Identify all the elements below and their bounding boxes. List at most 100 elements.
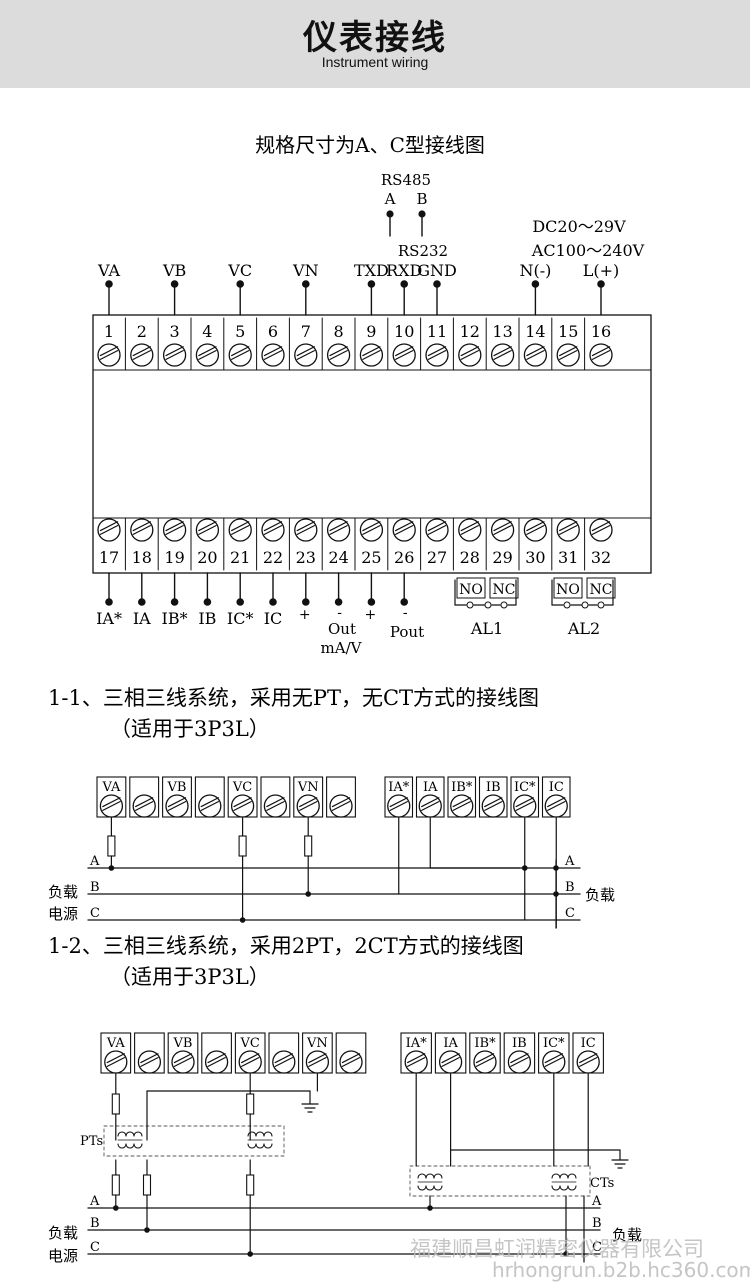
bottom-signal-label: IB* bbox=[162, 609, 188, 628]
top-terminal-number: 1 bbox=[104, 322, 114, 341]
top-signal-label: TXD bbox=[354, 261, 389, 280]
bottom-terminal-screw-slot-a bbox=[395, 524, 414, 536]
bottom-terminal-number: 24 bbox=[328, 548, 348, 567]
s2-pt1-lower bbox=[133, 1143, 143, 1149]
s1-curr-terminal-screw-slot-b bbox=[547, 797, 566, 808]
s2-curr-terminal-screw-slot-a bbox=[441, 1056, 460, 1068]
top-terminal-screw-slot-a bbox=[493, 350, 512, 360]
top-signal-label: L(+) bbox=[583, 261, 620, 280]
s2-ct2-lower bbox=[559, 1185, 569, 1191]
s1-curr-terminal-screw-slot-a bbox=[484, 800, 503, 812]
top-lead-dot bbox=[236, 280, 244, 288]
s1-volt-terminal-label: VC bbox=[232, 780, 252, 795]
phase-label-left: B bbox=[90, 1216, 100, 1231]
phase-label-right: B bbox=[592, 1216, 602, 1231]
s2-curr-terminal-screw-slot-a bbox=[475, 1056, 495, 1068]
relay-al2-pin-b bbox=[581, 601, 589, 609]
s2-curr-terminal-screw-slot-a bbox=[510, 1056, 529, 1068]
bottom-terminal-screw-slot-a bbox=[165, 524, 184, 536]
s2-curr-terminal-screw-slot-b bbox=[441, 1053, 460, 1064]
bottom-signal-label: IA bbox=[133, 609, 151, 628]
s2-ct2-lower bbox=[551, 1185, 561, 1191]
relay-al1-pin-c bbox=[500, 601, 508, 609]
bottom-lead-dot bbox=[334, 598, 343, 606]
rs485-b-label: B bbox=[416, 190, 427, 208]
relay-al1-pin-b bbox=[484, 601, 492, 609]
s2-volt-terminal-screw-slot-b bbox=[241, 1053, 260, 1064]
top-lead-dot bbox=[302, 280, 310, 288]
top-lead-dot bbox=[433, 280, 441, 288]
top-leads bbox=[105, 280, 605, 316]
top-lead-dot bbox=[367, 280, 376, 288]
s1-volt-terminal-screw-slot-b bbox=[331, 797, 351, 808]
bottom-lead-dot bbox=[236, 598, 244, 606]
bottom-terminal-number: 23 bbox=[296, 548, 316, 567]
bottom-terminal-screw-slot-b bbox=[362, 521, 381, 532]
top-signal-label: GND bbox=[417, 261, 457, 280]
s1-curr-terminal-screw-slot-b bbox=[389, 797, 408, 808]
top-terminal-number: 13 bbox=[492, 322, 512, 341]
pout-label: Pout bbox=[390, 623, 424, 641]
s2-volt-terminal-screw-slot-a bbox=[140, 1056, 159, 1068]
top-terminal-number: 3 bbox=[170, 322, 180, 341]
bottom-terminal-screw-slot-b bbox=[99, 521, 119, 532]
s2-pt2-upper bbox=[247, 1131, 257, 1137]
top-signal-label: N(-) bbox=[519, 261, 551, 280]
top-terminal-number: 15 bbox=[558, 322, 578, 341]
s2-junction bbox=[144, 1227, 150, 1233]
s2-ct2-lower bbox=[567, 1185, 577, 1191]
top-signal-label: RXD bbox=[386, 261, 422, 280]
s2-fuse bbox=[142, 1174, 152, 1196]
phase-label-right: C bbox=[592, 1240, 602, 1255]
bottom-signal-label: IC* bbox=[227, 609, 254, 628]
s2-curr-terminal-label: IC* bbox=[543, 1036, 565, 1051]
relay-al2-nc-label: NC bbox=[590, 582, 613, 598]
top-terminal-screw-slot-a bbox=[591, 350, 611, 360]
s1-volt-terminal-screw-slot-a bbox=[233, 800, 252, 812]
s1-volt-terminal-screw-slot-b bbox=[102, 797, 121, 808]
top-terminal-screw-slot-b bbox=[395, 346, 414, 357]
s1-volt-terminal-screw-slot-b bbox=[233, 797, 252, 808]
relay-al1-nc-box bbox=[489, 577, 519, 599]
s2-load-right: 负载 bbox=[612, 1226, 642, 1244]
bottom-terminal-screw-slot-b bbox=[526, 521, 545, 532]
top-signal-label: VC bbox=[227, 261, 252, 280]
rs232-label: RS232 bbox=[398, 242, 448, 260]
top-lead-dot bbox=[531, 280, 540, 288]
s2-curr-terminal-screw-slot-b bbox=[407, 1053, 426, 1064]
pout-plus-label: + bbox=[365, 607, 377, 623]
bottom-lead-dot bbox=[170, 598, 179, 606]
s2-ct1-upper bbox=[425, 1173, 435, 1179]
bottom-terminal-number: 31 bbox=[558, 548, 578, 567]
s1-curr-terminal-label: IB* bbox=[451, 780, 473, 795]
top-signal-label: VA bbox=[97, 261, 120, 280]
bottom-terminal-number: 17 bbox=[99, 548, 119, 567]
page-subtitle: Instrument wiring bbox=[321, 54, 429, 70]
s1-curr-terminal-screw-slot-a bbox=[452, 800, 471, 812]
s1-curr-terminal-screw-slot-b bbox=[421, 797, 440, 808]
bottom-terminal-screw-slot-b bbox=[427, 521, 447, 532]
s1-volt-junction bbox=[239, 917, 246, 923]
s2-volt-terminal-screw-slot-a bbox=[241, 1056, 260, 1068]
bottom-terminal-screw-slot-b bbox=[460, 521, 479, 532]
s2-ct2-upper bbox=[567, 1173, 577, 1179]
top-terminal-screw-slot-a bbox=[165, 350, 184, 360]
s2-curr-terminal-label: IB* bbox=[474, 1036, 496, 1051]
bottom-terminal-number: 19 bbox=[164, 548, 184, 567]
rs485-b-dot bbox=[418, 210, 426, 218]
top-terminal-number: 9 bbox=[366, 322, 376, 341]
s2-volt-terminal-screw-slot-b bbox=[140, 1053, 159, 1064]
bottom-terminal-number: 32 bbox=[591, 548, 611, 567]
top-terminal-number: 8 bbox=[334, 322, 344, 341]
s1-volt-terminal-screw-slot-a bbox=[200, 800, 219, 812]
bottom-terminal-screw-slot-a bbox=[591, 524, 611, 536]
s2-curr-terminal-label: IA* bbox=[406, 1036, 428, 1051]
s2-source: 电源 bbox=[48, 1247, 78, 1265]
s1-load-right: 负载 bbox=[585, 886, 615, 904]
top-signal-label: VB bbox=[162, 261, 186, 280]
s1-volt-terminal-screw-slot-a bbox=[266, 800, 285, 812]
s1-curr-terminal-screw-slot-b bbox=[484, 797, 503, 808]
bottom-terminal-number: 20 bbox=[197, 548, 217, 567]
